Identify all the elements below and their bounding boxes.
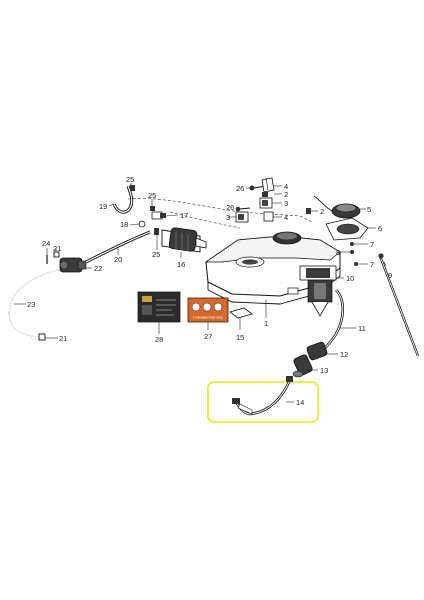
part-26-bolt-lower [235,206,251,212]
part-27-fuel-sticker: Unleaded fuel only [187,297,229,323]
part-1-fuel-tank [204,231,341,305]
callout-10: 10 [346,274,354,283]
vent-line-dashed [127,198,313,229]
callout-5: 5 [367,205,371,214]
part-25-clamp-middle [150,206,155,211]
callout-labels: 25 19 25 17 18 25 16 24 21 22 20 23 21 2… [27,175,392,407]
part-28-warning-sticker [137,291,181,323]
callout-25: 25 [148,191,156,200]
part-16-fuel-filter [161,227,207,253]
callout-7: 7 [370,240,374,249]
part-3-bracket-left [235,211,249,223]
callout-3: 3 [226,213,230,222]
callout-4: 4 [284,182,288,191]
part-21-clamp-lower [38,333,46,341]
callout-24: 24 [42,239,50,248]
callout-26: 26 [226,203,234,212]
callout-20: 20 [114,255,122,264]
callout-23: 23 [27,300,35,309]
sticker-27-text: Unleaded fuel only [193,316,223,320]
part-19-hose [112,185,134,214]
part-5-fuel-cap [313,195,361,219]
part-6-filler-neck [325,217,369,241]
callout-4: 4 [284,213,288,222]
part-15-gasket [229,307,253,319]
part-2-washer-upper [262,192,268,197]
part-21-clamp-upper [53,251,60,258]
callout-28: 28 [155,335,163,344]
part-10-fuel-pump [299,265,337,317]
part-7-screw-upper [350,242,354,246]
part-20-hose [85,230,151,264]
callout-25: 25 [152,250,160,259]
callout-6: 6 [378,224,382,233]
part-18-clamp [138,220,146,228]
callout-21: 21 [53,244,61,253]
callout-2: 2 [320,207,324,216]
callout-25: 25 [126,175,134,184]
part-9-rod [378,253,420,357]
part-17-tee-fitting [151,211,166,220]
part-7-screw-lower [354,262,358,266]
callout-1: 1 [264,319,268,328]
callout-9: 9 [388,271,392,280]
callout-3: 3 [284,199,288,208]
callout-2: 2 [284,190,288,199]
part-3-bracket-right [259,197,273,209]
callout-14: 14 [296,398,304,407]
callout-22: 22 [94,264,102,273]
callout-19: 19 [99,202,107,211]
part-2-washer-lower [306,208,311,214]
leader-lines [14,183,387,403]
callout-18: 18 [120,220,128,229]
part-12-inline-filter [306,341,328,361]
part-25-clamp-upper [130,185,135,191]
callout-15: 15 [236,333,244,342]
callout-16: 16 [177,260,185,269]
callout-17: 17 [180,211,188,220]
callout-7: 7 [370,260,374,269]
part-14-highlight-box [206,380,320,424]
callout-11: 11 [358,324,366,333]
callout-12: 12 [340,350,348,359]
part-14-fuel-hose [232,376,293,416]
callout-27: 27 [204,332,212,341]
part-23-hose [8,267,69,339]
part-25-clamp-lower [154,228,159,235]
callout-26: 26 [236,184,244,193]
part-4-nut-upper [261,177,275,193]
part-4-nut-lower [263,211,274,222]
callout-21: 21 [59,334,67,343]
callout-8: 8 [336,248,340,257]
part-22-fuel-valve [59,257,87,273]
callout-13: 13 [320,366,328,375]
